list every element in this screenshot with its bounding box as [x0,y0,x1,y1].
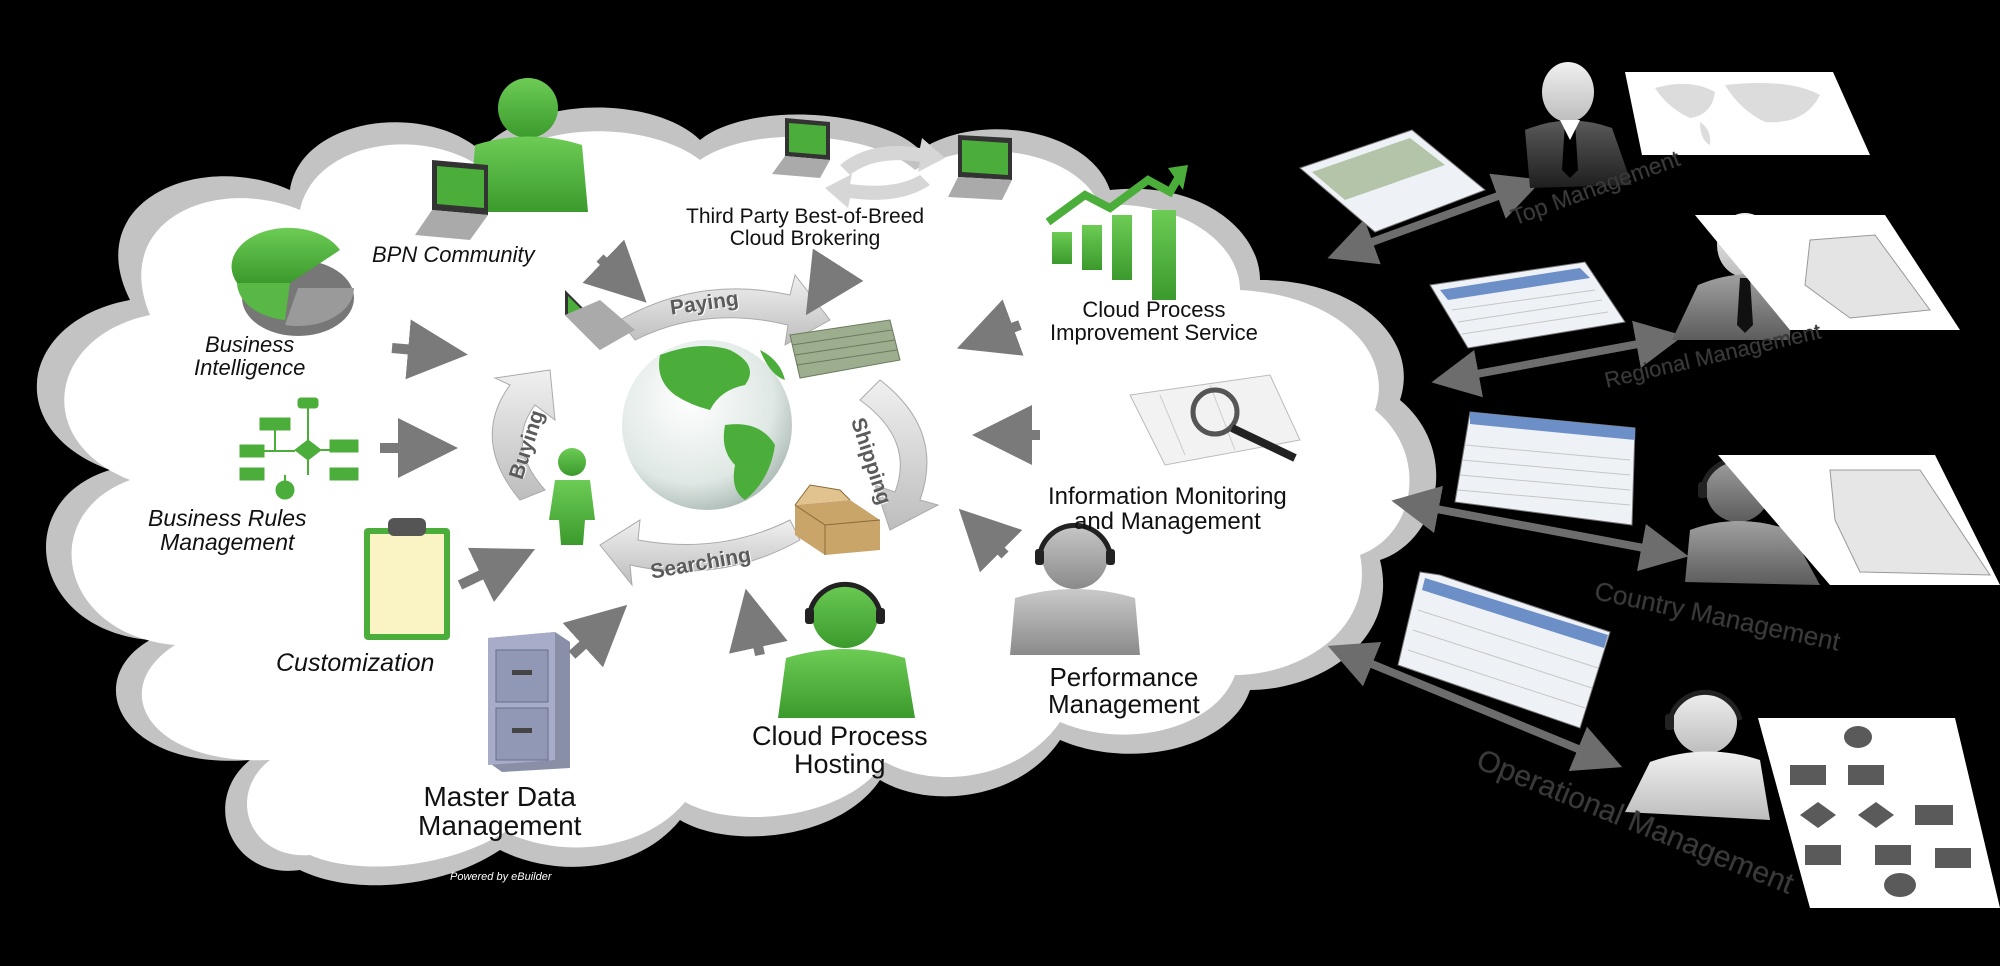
globe-icon [622,340,792,510]
cloud-hosting-line2: Hosting [752,750,928,778]
master-data-management-label: Master Data Management [418,782,581,841]
business-intelligence-label: Business Intelligence [194,333,305,379]
dashboard-screen-icon [1300,130,1485,232]
business-rules-line1: Business Rules [148,506,307,530]
dashboard-screen-icon [1430,262,1625,348]
information-monitoring-line1: Information Monitoring [1048,484,1287,509]
third-party-line2: Cloud Brokering [686,228,924,250]
operational-manager-figure [1625,690,1770,820]
performance-management-label: Performance Management [1048,664,1200,719]
master-data-line1: Master Data [418,782,581,811]
cloud-process-hosting-label: Cloud Process Hosting [752,722,928,779]
file-cabinet-icon [488,632,570,772]
third-party-brokering-label: Third Party Best-of-Breed Cloud Brokerin… [686,206,924,250]
cloud-process-improvement-label: Cloud Process Improvement Service [1050,298,1258,344]
performance-line1: Performance [1048,664,1200,691]
clipboard-icon [364,518,450,640]
cloud-process-improvement-line1: Cloud Process [1050,298,1258,321]
cloud-process-improvement-line2: Improvement Service [1050,321,1258,344]
business-intelligence-line1: Business [194,333,305,356]
dashboard-screen-icon [1398,572,1610,728]
information-monitoring-label: Information Monitoring and Management [1048,484,1287,534]
bpn-community-label: BPN Community [372,243,535,266]
information-monitoring-line2: and Management [1048,509,1287,534]
master-data-line2: Management [418,811,581,840]
performance-line2: Management [1048,691,1200,718]
cloud-hosting-line1: Cloud Process [752,722,928,750]
third-party-line1: Third Party Best-of-Breed [686,206,924,228]
business-rules-line2: Management [148,530,307,554]
customization-label: Customization [276,650,434,676]
dashboard-screen-icon [1455,412,1635,525]
business-rules-label: Business Rules Management [148,506,307,554]
world-map-icon [1625,72,1870,155]
powered-by-text: Powered by eBuilder [450,871,552,883]
business-intelligence-line2: Intelligence [194,356,305,379]
